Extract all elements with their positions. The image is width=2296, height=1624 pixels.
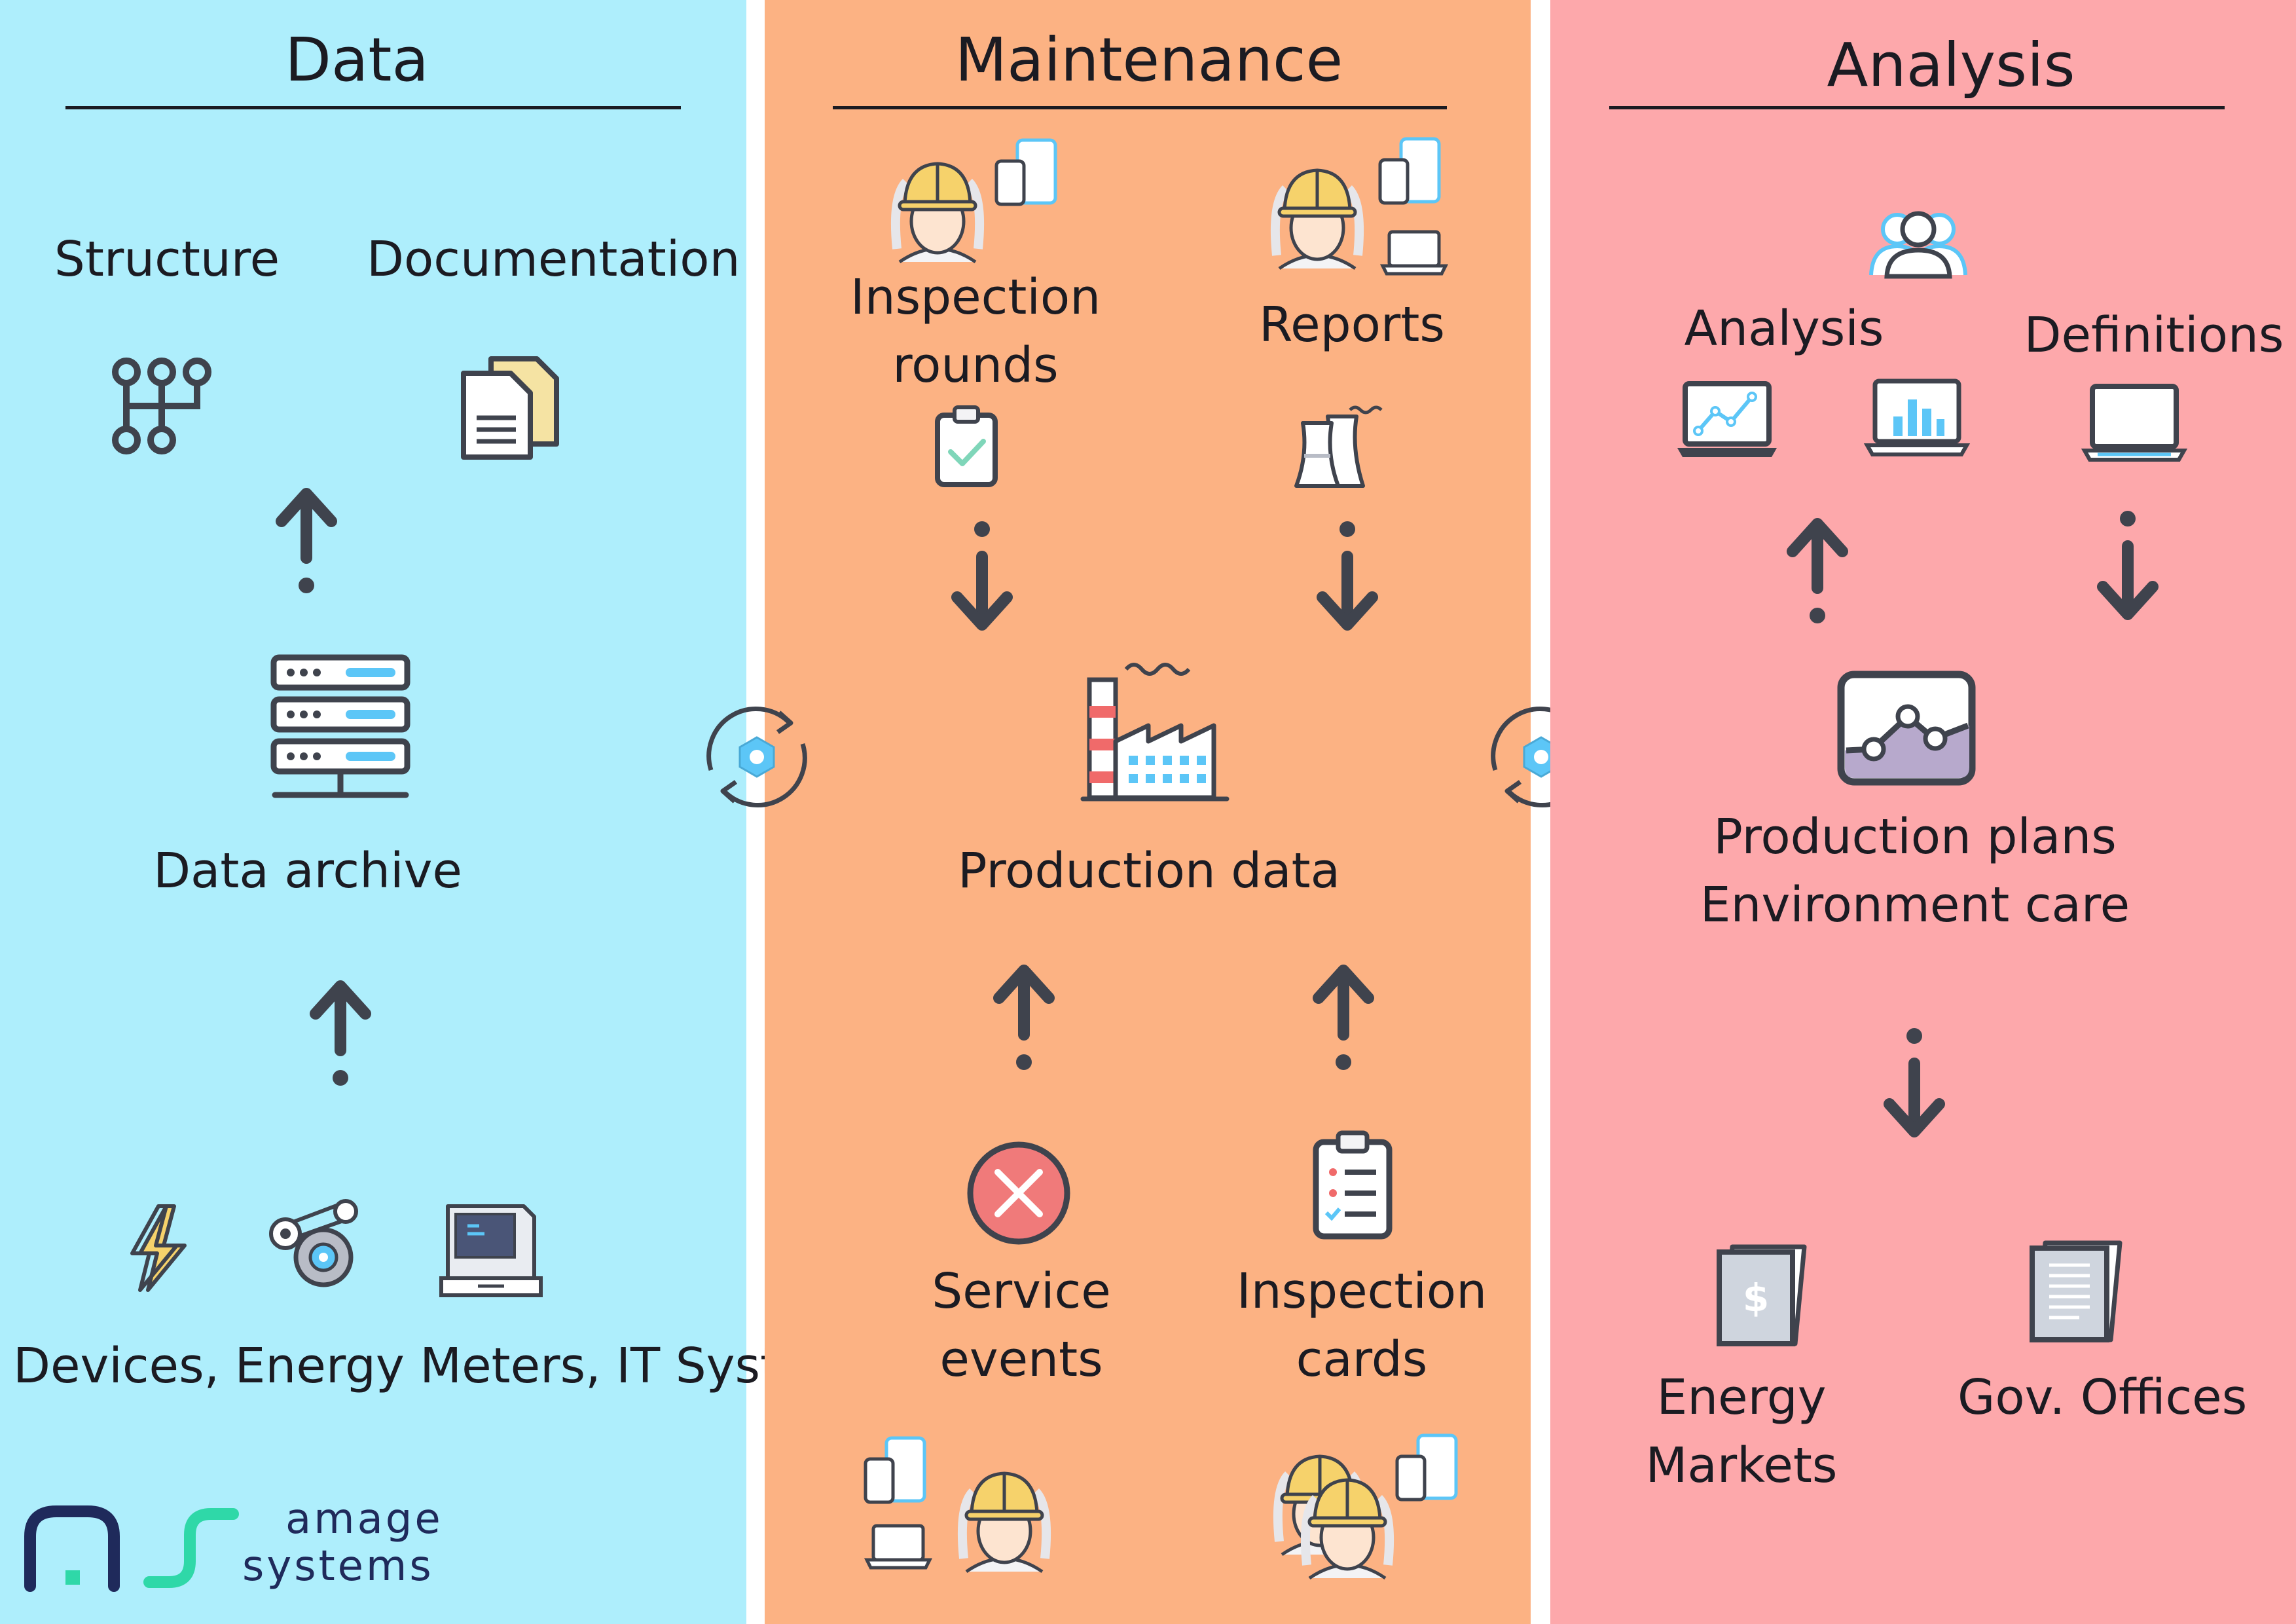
service-events-line1: Service [932, 1263, 1111, 1320]
production-plans-label: Production plans Environment care [1689, 803, 2141, 939]
users-icon [1869, 211, 1967, 279]
arrow-up-icon [340, 990, 347, 997]
cooling-tower-icon [1294, 405, 1383, 488]
maintenance-title-rule [833, 106, 1447, 109]
laptop-icon [1414, 251, 1421, 258]
data-column-title: Data [285, 25, 429, 95]
reports-label: Reports [1259, 297, 1445, 353]
logo-text: amage systems [242, 1496, 443, 1590]
arrow-down-icon [1914, 1036, 1921, 1043]
laptop-line-chart-icon [1677, 381, 1777, 457]
energy-markets-label: Energy Markets [1637, 1363, 1846, 1500]
documentation-label: Documentation [367, 231, 740, 287]
production-data-label: Production data [958, 843, 1340, 899]
tablet-phone-icon [1008, 175, 1015, 182]
motor-icon [269, 1199, 358, 1287]
inspection-rounds-line2: rounds [892, 337, 1059, 394]
maintenance-column-title: Maintenance [955, 25, 1343, 95]
analysis-column-title: Analysis [1827, 30, 2075, 100]
inspection-cards-line2: cards [1296, 1331, 1428, 1388]
logo-line2: systems [242, 1542, 434, 1591]
definitions-label: Definitions [2024, 307, 2284, 363]
arrow-up-icon [1343, 974, 1350, 981]
sync-gear-icon [1541, 757, 1548, 764]
worker-icon [938, 210, 944, 216]
inspection-cards-line1: Inspection [1236, 1263, 1487, 1320]
arrow-up-icon [306, 498, 313, 504]
text-document-icon [2030, 1240, 2123, 1342]
server-icon [270, 654, 410, 798]
service-events-line2: events [939, 1331, 1103, 1388]
checklist-icon [1313, 1130, 1393, 1240]
inspection-rounds-label: Inspection rounds [845, 263, 1106, 399]
lightning-icon [130, 1204, 187, 1292]
production-plans-line1: Production plans [1713, 809, 2117, 865]
sync-gear-icon [757, 757, 763, 764]
arrow-up-icon [1024, 974, 1030, 981]
worker-icon [1347, 1526, 1354, 1532]
clipboard-check-icon [935, 405, 998, 487]
production-plans-line2: Environment care [1700, 877, 2130, 933]
service-events-label: Service events [903, 1257, 1139, 1393]
gov-offices-label: Gov. Offices [1958, 1369, 2248, 1426]
energy-markets-line1: Energy [1656, 1369, 1827, 1426]
computer-icon [439, 1204, 543, 1297]
structure-label: Structure [54, 231, 280, 287]
data-archive-label: Data archive [153, 843, 462, 899]
data-title-rule [65, 106, 681, 109]
data-column [0, 0, 746, 1624]
worker-icon [1317, 216, 1324, 223]
arrow-down-icon [1347, 529, 1354, 536]
amage-logo-icon [24, 1505, 239, 1592]
arrow-down-icon [2128, 519, 2134, 525]
laptop-icon [2081, 384, 2188, 462]
money-document-icon: $ [1717, 1244, 1807, 1346]
factory-icon [1080, 663, 1230, 802]
tablet-phone-icon [877, 1473, 884, 1480]
inspection-rounds-line1: Inspection [850, 269, 1101, 325]
chart-window-icon [1837, 671, 1976, 786]
inspection-cards-label: Inspection cards [1231, 1257, 1493, 1393]
laptop-icon [898, 1545, 905, 1552]
structure-icon [112, 358, 211, 454]
logo-line1: amage [285, 1495, 443, 1543]
tablet-phone-icon [1392, 174, 1398, 181]
laptop-bar-chart-icon [1863, 378, 1971, 456]
tablet-phone-icon [1409, 1471, 1415, 1477]
analysis-label: Analysis [1684, 301, 1884, 357]
arrow-up-icon [1817, 528, 1824, 534]
worker-icon [1004, 1519, 1011, 1526]
error-icon [967, 1141, 1070, 1245]
analysis-title-rule [1609, 106, 2225, 109]
documentation-icon [461, 356, 559, 460]
svg-text:$: $ [1743, 1276, 1769, 1320]
energy-markets-line2: Markets [1645, 1437, 1838, 1494]
devices-label: Devices, Energy Meters, IT Systems [13, 1338, 882, 1394]
arrow-down-icon [982, 529, 989, 536]
